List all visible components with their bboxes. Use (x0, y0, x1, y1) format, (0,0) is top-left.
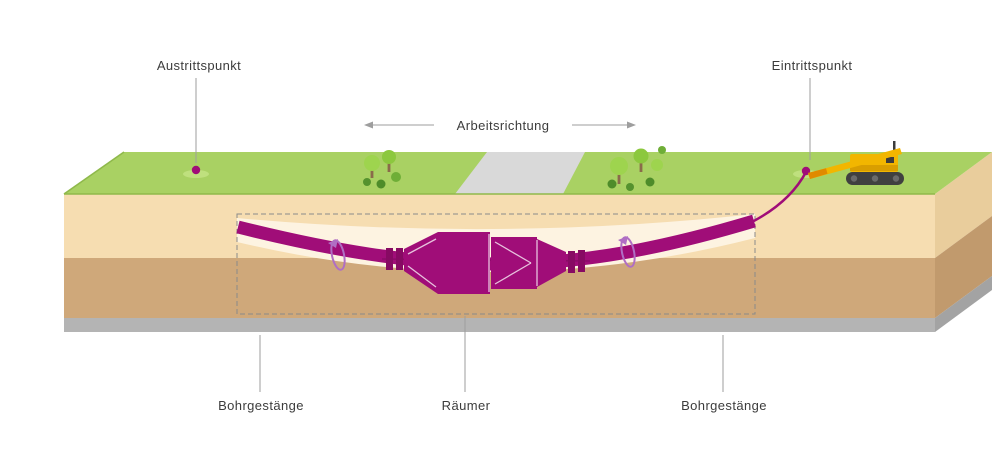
drill-rig (808, 141, 904, 185)
bush (363, 178, 371, 186)
trees-left (363, 150, 401, 189)
grass-left-edge (63, 151, 125, 195)
tree-crown (633, 148, 649, 164)
rod-joint (396, 248, 403, 270)
rotation-arrowhead (328, 239, 338, 248)
bush (391, 172, 401, 182)
reamer-tool (381, 232, 591, 294)
label-drill-rods-left: Bohrgestänge (218, 398, 304, 413)
reamer-cone-left (404, 232, 438, 294)
rig-window (886, 157, 894, 163)
label-reamer: Räumer (442, 398, 491, 413)
tree-trunk (617, 170, 621, 184)
tree-crown (382, 150, 396, 164)
soil-side-top (935, 152, 992, 258)
rotation-arrow-right (618, 236, 636, 268)
exit-point-dot (191, 165, 201, 175)
rig-boom-tip (808, 168, 828, 179)
rotation-arrow-left (328, 239, 346, 271)
bush (645, 177, 655, 187)
bush (658, 146, 666, 154)
label-exit-point: Austrittspunkt (157, 58, 241, 73)
reamer-blade-line (494, 241, 532, 264)
annotations: Austrittspunkt Eintrittspunkt Arbeitsric… (157, 58, 853, 413)
reamer-blade-line (407, 265, 437, 288)
tree-crown (610, 157, 628, 175)
rig-wheel (892, 175, 900, 182)
reamer-cone-right (537, 239, 566, 287)
road (455, 152, 585, 194)
rock-side (935, 276, 992, 332)
tree-crown (651, 159, 663, 171)
rig-boom (808, 148, 902, 179)
reamer-blade-line (494, 262, 532, 285)
left-arrow-icon (364, 121, 373, 129)
label-entry-point: Eintrittspunkt (772, 58, 853, 73)
tree-trunk (370, 166, 374, 178)
tree-crown (364, 155, 380, 171)
rotation-arrowhead (618, 236, 628, 245)
trees-right (607, 146, 666, 191)
label-drill-rods-right: Bohrgestänge (681, 398, 767, 413)
rock-layer (64, 318, 935, 332)
reamer-barrel-2 (491, 237, 537, 289)
exit-point-marker (183, 165, 209, 178)
reamer-blade-line (407, 238, 437, 255)
rig-mast (893, 141, 896, 155)
working-zone-outline (236, 213, 756, 315)
bush (626, 183, 634, 191)
rig-wheel (871, 175, 879, 182)
ground-surface (63, 141, 992, 195)
rod-joint (568, 251, 575, 273)
right-arrow-icon (627, 121, 636, 129)
drill-rod-to-surface (751, 171, 808, 224)
rod-joint (386, 248, 393, 270)
rig-wheel (850, 175, 858, 182)
bush (376, 179, 386, 189)
bush (607, 179, 617, 189)
soil-side-bottom (935, 216, 992, 318)
rig-body-stripe (850, 165, 898, 171)
reamer-barrel-1 (438, 232, 490, 294)
label-work-direction: Arbeitsrichtung (457, 118, 550, 133)
tree-trunk (639, 160, 643, 172)
tree-trunk (387, 160, 391, 172)
rod-joint (578, 250, 585, 272)
